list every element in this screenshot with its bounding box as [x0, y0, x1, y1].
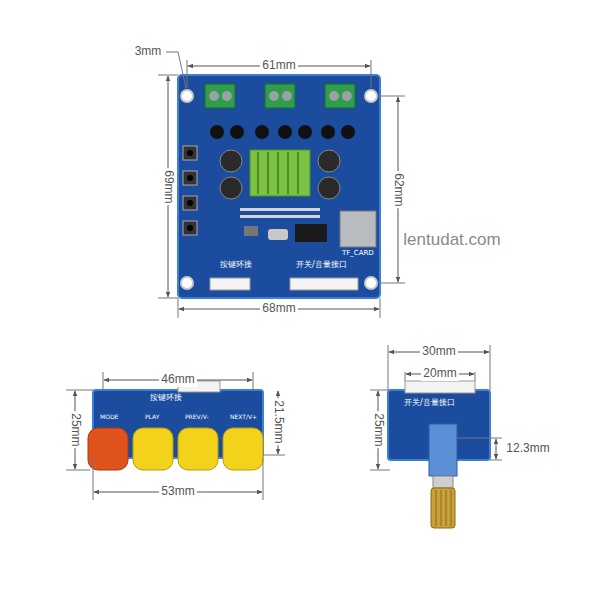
dimension-label: 62mm: [391, 171, 405, 208]
dimension-label: 20mm: [421, 367, 458, 381]
dimension-label: 46mm: [159, 373, 196, 387]
dimension-label: 69mm: [161, 168, 175, 205]
dimension-label: 68mm: [260, 302, 297, 316]
silkscreen-text: 开关/音量接口: [296, 261, 347, 270]
dimension-label: 53mm: [159, 485, 196, 499]
silkscreen-text: 开关/音量接口: [404, 399, 455, 408]
dimension-label: 25mm: [68, 411, 82, 448]
dimension-label: 61mm: [260, 59, 297, 73]
dimension-label: 12.3mm: [504, 442, 551, 456]
dimension-label: 3mm: [133, 45, 164, 59]
silkscreen-text: NEXT/V+: [230, 414, 257, 421]
silkscreen-text: MODE: [100, 414, 118, 421]
volume-board: 开关/音量接口: [388, 390, 490, 460]
silkscreen-text: PREV/V-: [185, 414, 209, 421]
dimension-label: 21.5mm: [271, 398, 285, 445]
silkscreen-text: 按键环接: [220, 261, 252, 270]
dimension-label: 30mm: [420, 345, 457, 359]
dimension-label: 25mm: [371, 411, 385, 448]
button-board: 按键环接 MODE PLAY PREV/V- NEXT/V+: [93, 390, 263, 458]
silkscreen-text: TF_CARD: [342, 250, 374, 258]
silkscreen-text: 按键环接: [150, 394, 182, 403]
silkscreen-text: PLAY: [145, 414, 159, 421]
watermark: lentudat.com: [401, 230, 502, 250]
amplifier-board: 按键环接 开关/音量接口 TF_CARD: [178, 75, 380, 298]
